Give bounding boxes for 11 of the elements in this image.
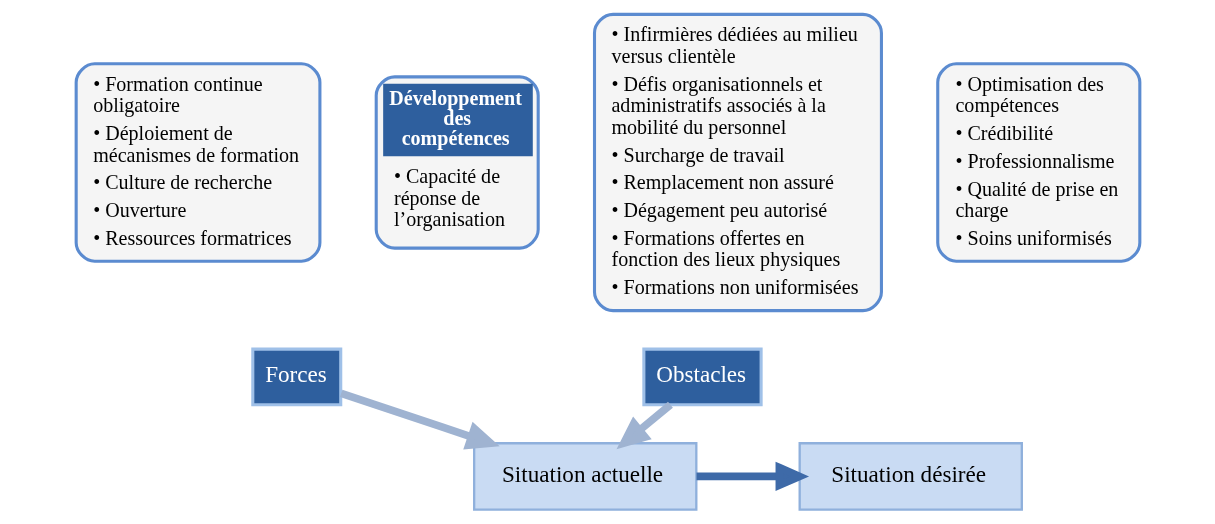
node-box: Développement des compétences • Capacité de réponse de l’organisation (374, 75, 540, 250)
arrow (696, 461, 809, 492)
node-box: • Infirmières dédiées au milieu versus clientèle • Défis organisationnels et administratifs associés à la mobilité du personnel • Surcharge de travail • Remplacement non assuré • Dégagement peu autorisé • Formations offertes en fonction des lieux physiques • Formations non uniformisées (592, 12, 883, 313)
node-box: Situation désirée (798, 442, 1023, 511)
node-box: • Optimisation des compétences • Crédibilité • Professionnalisme • Qualité de prise en charge • Soins uniformisés (935, 62, 1141, 263)
node-box: Obstacles (641, 347, 763, 407)
node-box: Situation actuelle (472, 442, 697, 511)
arrow (339, 389, 500, 450)
node-box: Forces (250, 347, 342, 407)
arrow (616, 401, 673, 450)
node-box: • Formation continue obligatoire • Déploiement de mécanismes de formation • Culture de recherche • Ouverture • Ressources formatrices (74, 62, 321, 263)
